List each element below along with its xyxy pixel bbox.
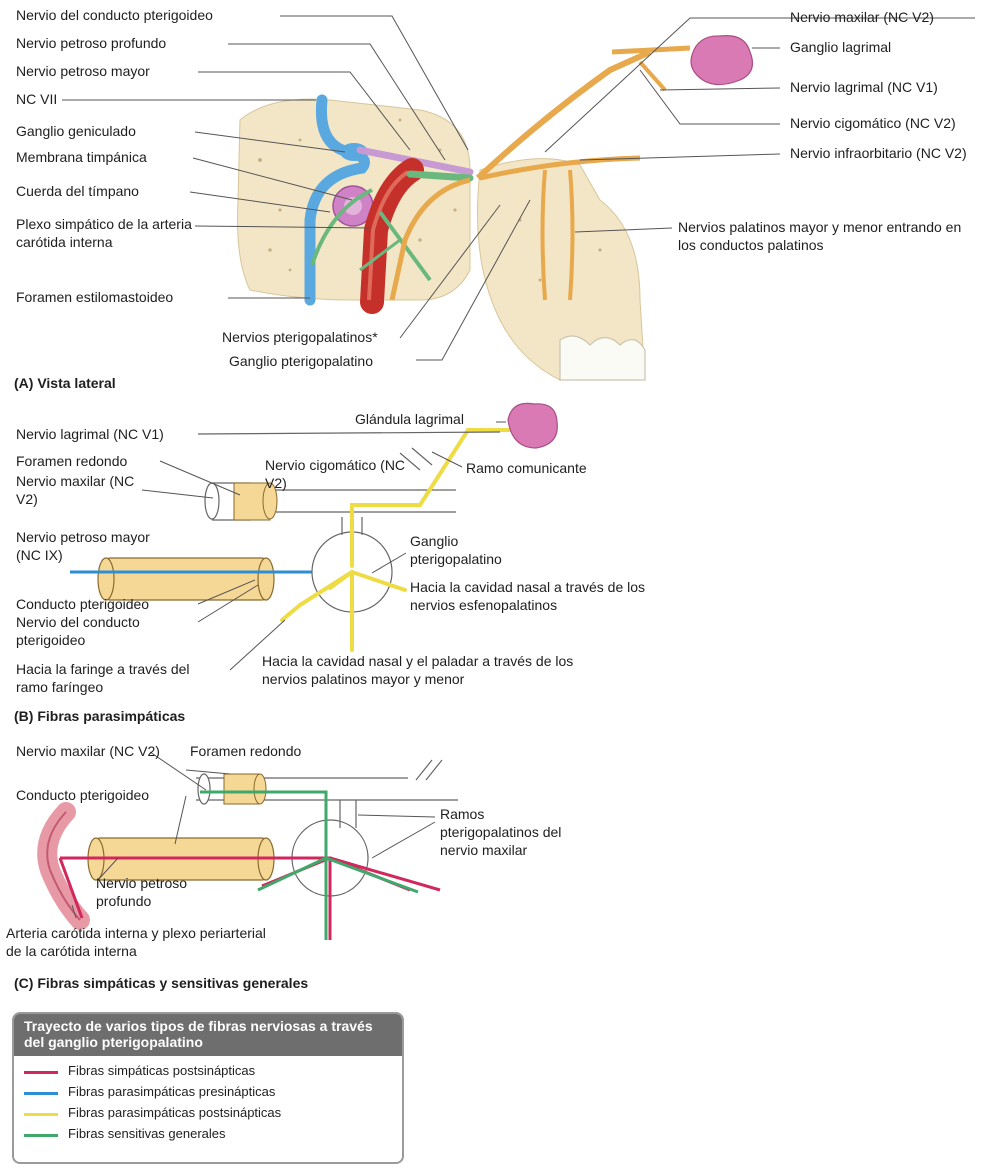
label-geniculate-ganglion: Ganglio geniculado bbox=[16, 122, 136, 140]
label-b-greater-petrosal: Nervio petroso mayor (NC IX) bbox=[16, 528, 176, 564]
label-lacrimal-gland: Glándula lagrimal bbox=[355, 410, 464, 428]
legend-item: Fibras parasimpáticas postsinápticas bbox=[24, 1104, 402, 1125]
legend-item: Fibras simpáticas postsinápticas bbox=[24, 1062, 402, 1083]
label-b-foramen-rotundum: Foramen redondo bbox=[16, 452, 127, 470]
label-pterygopalatine-ganglion: Ganglio pterigopalatino bbox=[229, 352, 373, 370]
label-b-maxillary-nerve: Nervio maxilar (NC V2) bbox=[16, 472, 141, 508]
legend-label: Fibras parasimpáticas presinápticas bbox=[68, 1084, 275, 1099]
label-c-artery: Arteria carótida interna y plexo periart… bbox=[6, 924, 266, 960]
section-title-c: (C) Fibras simpáticas y sensitivas gener… bbox=[14, 975, 308, 991]
legend-label: Fibras sensitivas generales bbox=[68, 1126, 226, 1141]
label-lacrimal-ganglion: Ganglio lagrimal bbox=[790, 38, 891, 56]
label-b-nerve-pterygoid-canal: Nervio del conducto pterigoideo bbox=[16, 613, 186, 649]
label-b-pharynx: Hacia la faringe a través del ramo farín… bbox=[16, 660, 216, 696]
label-c-pterygoid-canal: Conducto pterigoideo bbox=[16, 786, 149, 804]
label-deep-petrosal-nerve: Nervio petroso profundo bbox=[16, 34, 166, 52]
label-zygomatic-nerve: Nervio cigomático (NC V2) bbox=[790, 114, 956, 132]
label-c-branches: Ramos pterigopalatinos del nervio maxila… bbox=[440, 805, 580, 859]
legend-label: Fibras simpáticas postsinápticas bbox=[68, 1063, 255, 1078]
legend-label: Fibras parasimpáticas postsinápticas bbox=[68, 1105, 281, 1120]
label-infraorbital-nerve: Nervio infraorbitario (NC V2) bbox=[790, 144, 967, 162]
label-c-deep-petrosal: Nervio petroso profundo bbox=[96, 874, 216, 910]
fiber-legend: Trayecto de varios tipos de fibras nervi… bbox=[12, 1012, 404, 1164]
label-maxillary-nerve: Nervio maxilar (NC V2) bbox=[790, 8, 934, 26]
label-b-nasal-cavity: Hacia la cavidad nasal a través de los n… bbox=[410, 578, 670, 614]
legend-swatch-parasympathetic-post bbox=[24, 1113, 58, 1116]
label-b-zygomatic-nerve: Nervio cigomático (NC V2) bbox=[265, 456, 415, 492]
label-greater-petrosal-nerve: Nervio petroso mayor bbox=[16, 62, 150, 80]
label-sympathetic-plexus: Plexo simpático de la arteria carótida i… bbox=[16, 215, 201, 251]
label-nerve-of-pterygoid-canal: Nervio del conducto pterigoideo bbox=[16, 6, 213, 24]
label-palatine-nerves: Nervios palatinos mayor y menor entrando… bbox=[678, 218, 968, 254]
label-pterygopalatine-nerves: Nervios pterigopalatinos* bbox=[222, 328, 378, 346]
label-stylomastoid-foramen: Foramen estilomastoideo bbox=[16, 288, 173, 306]
label-b-ganglion: Ganglio pterigopalatino bbox=[410, 532, 540, 568]
legend-title: Trayecto de varios tipos de fibras nervi… bbox=[14, 1014, 402, 1056]
label-cn-vii: NC VII bbox=[16, 90, 57, 108]
label-c-foramen-rotundum: Foramen redondo bbox=[190, 742, 301, 760]
legend-item: Fibras sensitivas generales bbox=[24, 1125, 402, 1146]
section-title-a: (A) Vista lateral bbox=[14, 375, 116, 391]
section-title-b: (B) Fibras parasimpáticas bbox=[14, 708, 185, 724]
legend-swatch-parasympathetic-pre bbox=[24, 1092, 58, 1095]
label-b-lacrimal-nerve: Nervio lagrimal (NC V1) bbox=[16, 425, 164, 443]
label-b-communicating-branch: Ramo comunicante bbox=[466, 459, 587, 477]
label-tympanic-membrane: Membrana timpánica bbox=[16, 148, 147, 166]
label-chorda-tympani: Cuerda del tímpano bbox=[16, 182, 139, 200]
label-b-palate: Hacia la cavidad nasal y el paladar a tr… bbox=[262, 652, 597, 688]
label-lacrimal-nerve: Nervio lagrimal (NC V1) bbox=[790, 78, 938, 96]
legend-item: Fibras parasimpáticas presinápticas bbox=[24, 1083, 402, 1104]
legend-swatch-sympathetic-post bbox=[24, 1071, 58, 1074]
label-c-maxillary-nerve: Nervio maxilar (NC V2) bbox=[16, 742, 161, 760]
label-b-pterygoid-canal: Conducto pterigoideo bbox=[16, 595, 149, 613]
legend-swatch-general-sensory bbox=[24, 1134, 58, 1137]
